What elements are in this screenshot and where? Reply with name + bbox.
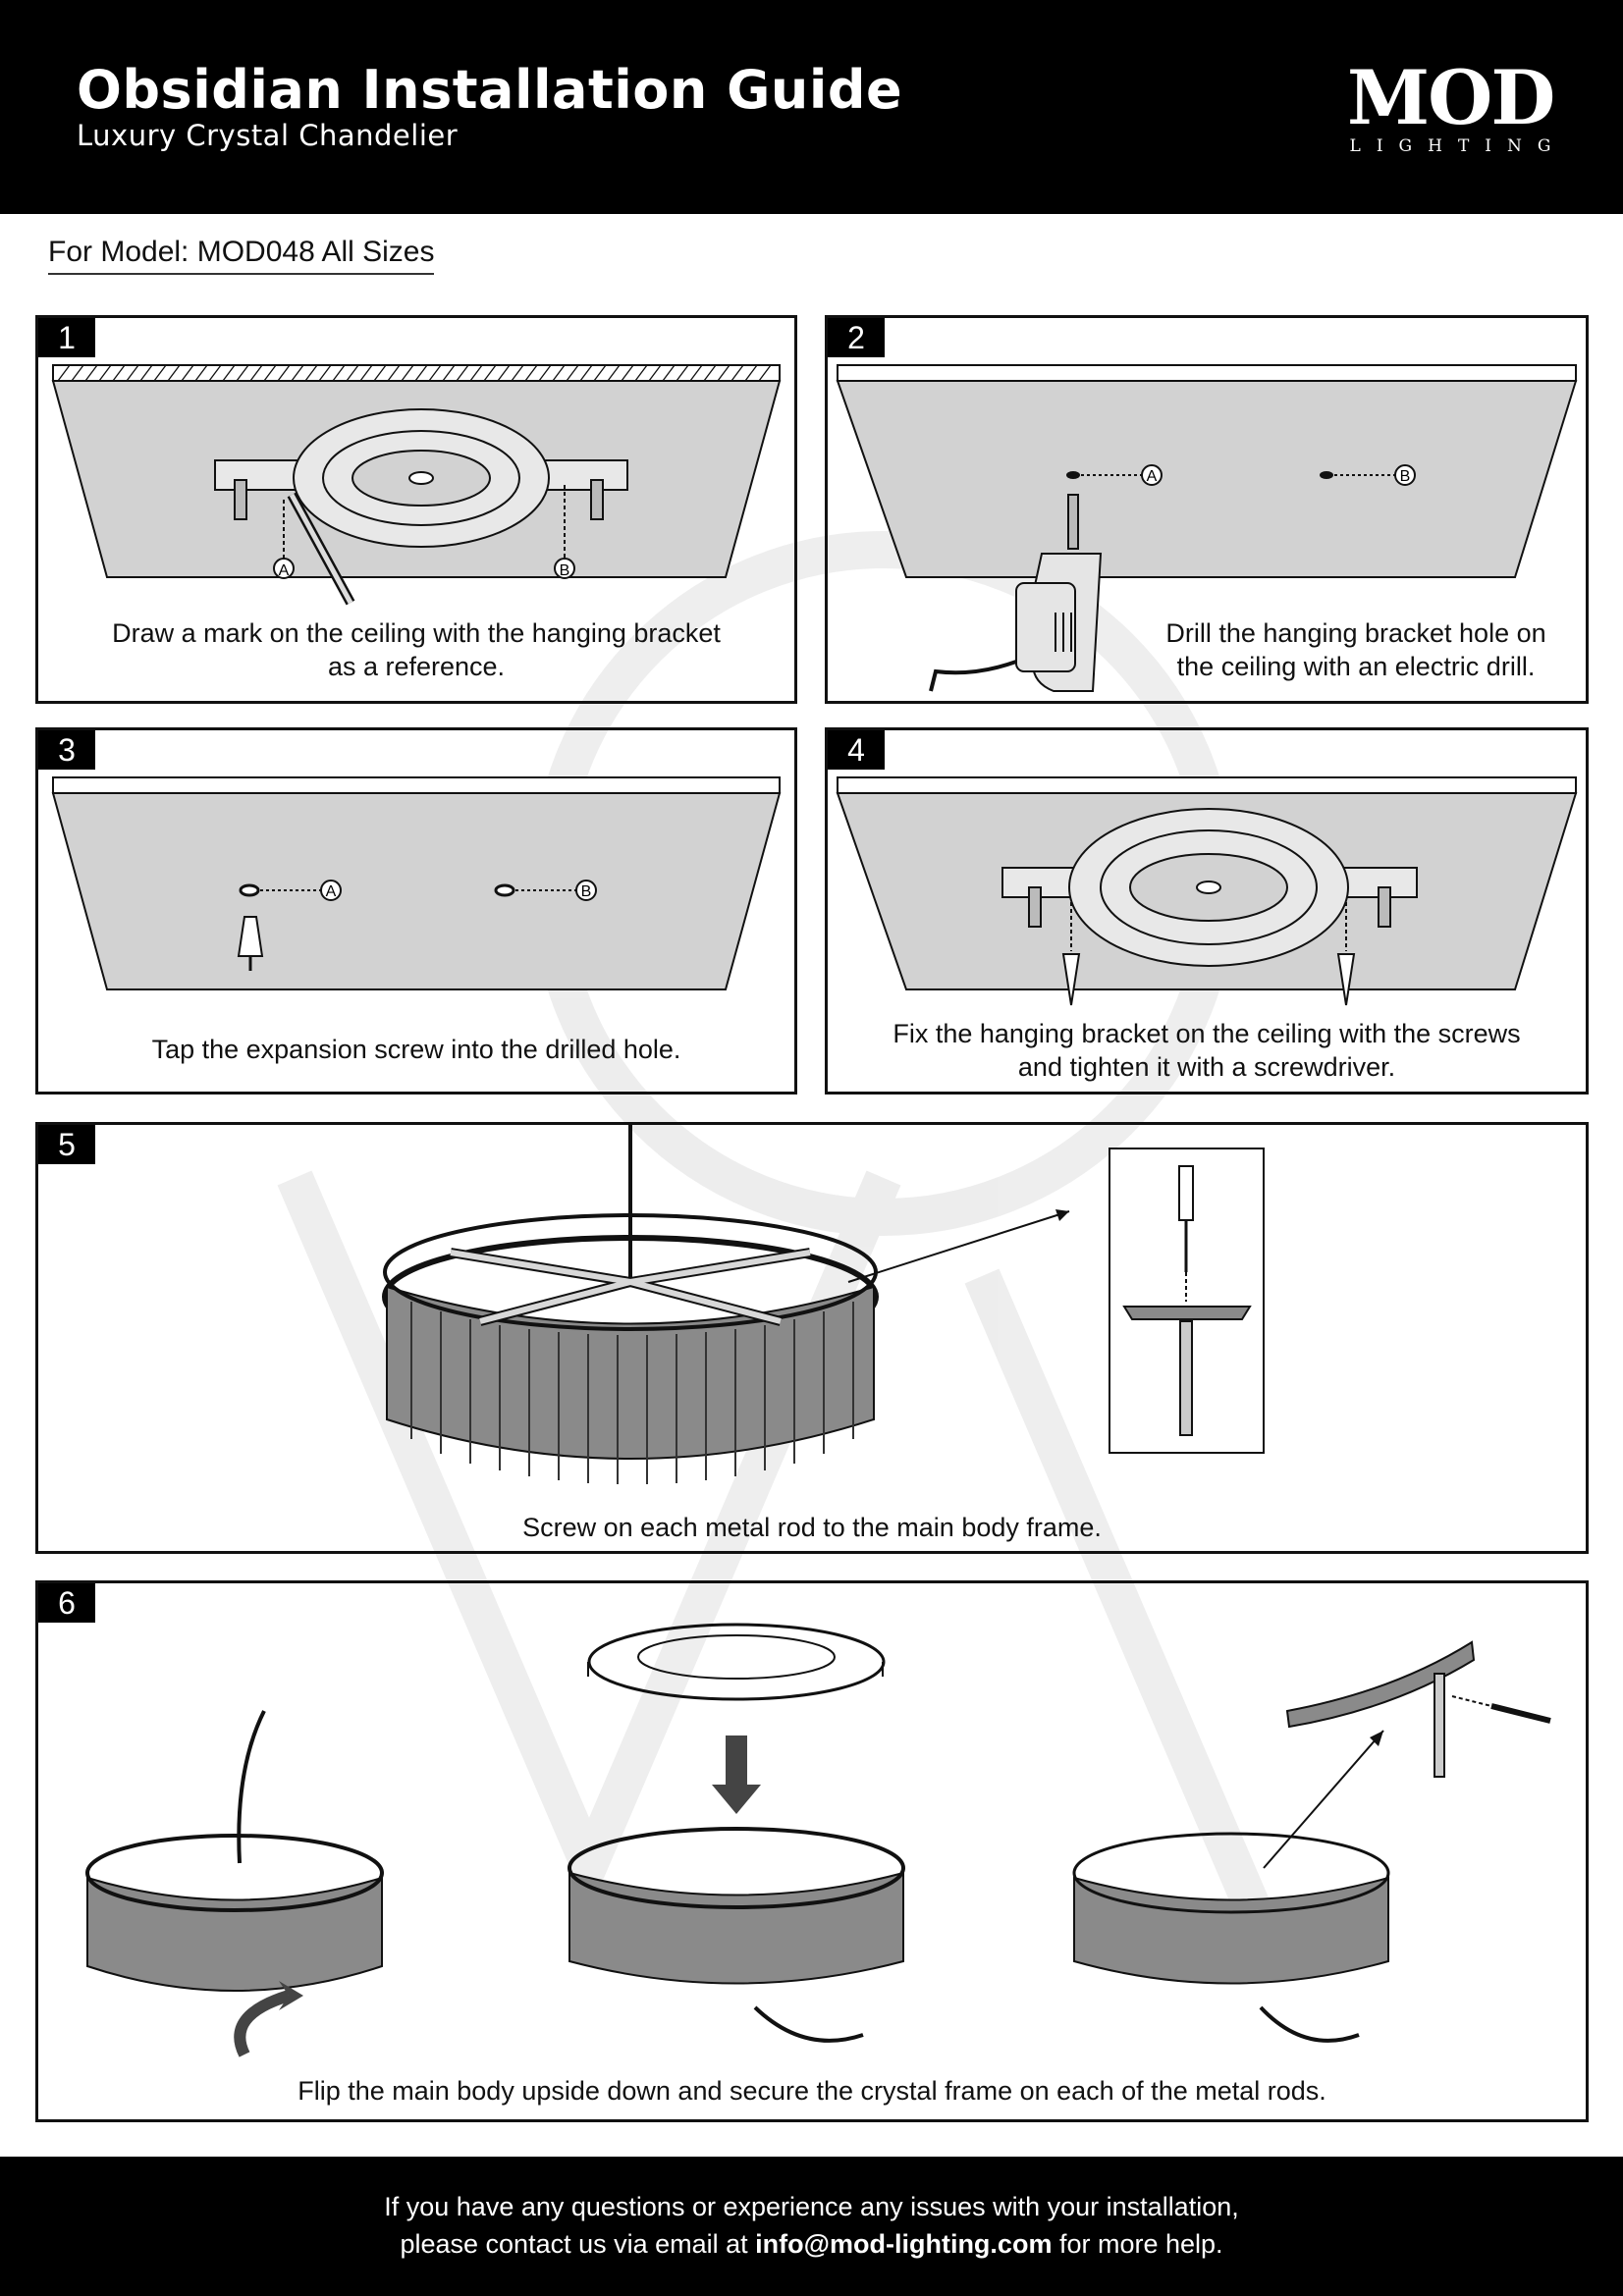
- footer-line-1: If you have any questions or experience …: [384, 2192, 1239, 2221]
- marker-a: A: [326, 883, 337, 900]
- step-5-panel: 5 Screw on each metal rod to the main bo…: [35, 1122, 1589, 1554]
- marker-a: A: [279, 562, 290, 579]
- mod-lighting-logo: MOD LIGHTING: [1347, 54, 1555, 159]
- step-number: 5: [38, 1125, 95, 1164]
- step-number: 2: [828, 318, 885, 357]
- footer-line-2-suffix: for more help.: [1052, 2229, 1223, 2259]
- marker-a: A: [1147, 468, 1158, 485]
- page-footer: If you have any questions or experience …: [0, 2157, 1623, 2296]
- step-3-panel: 3 A B Tap the expansion screw into the d…: [35, 727, 797, 1095]
- step-caption: Flip the main body upside down and secur…: [298, 2076, 1326, 2106]
- support-email-link[interactable]: info@mod-lighting.com: [755, 2229, 1053, 2259]
- step-caption-line-2: the ceiling with an electric drill.: [1176, 652, 1536, 681]
- step-number: 1: [38, 318, 95, 357]
- step-4-illustration: [836, 776, 1578, 1006]
- footer-line-2: please contact us via email at info@mod-…: [0, 2225, 1623, 2263]
- model-line: For Model: MOD048 All Sizes: [48, 236, 435, 275]
- step-caption-line-1: Fix the hanging bracket on the ceiling w…: [893, 1019, 1521, 1048]
- footer-line-2-prefix: please contact us via email at: [400, 2229, 756, 2259]
- logo-main-text: MOD: [1347, 54, 1555, 141]
- step-caption: Tap the expansion screw into the drilled…: [151, 1035, 681, 1064]
- step-1-illustration: A B: [51, 364, 782, 606]
- marker-b: B: [581, 883, 592, 900]
- step-5-illustration: [382, 1125, 1265, 1484]
- page-subtitle: Luxury Crystal Chandelier: [77, 119, 459, 152]
- step-caption: Screw on each metal rod to the main body…: [522, 1513, 1102, 1542]
- step-caption: Drill the hanging bracket hole on the ce…: [1150, 616, 1562, 683]
- step-number: 6: [38, 1583, 95, 1623]
- step-6-illustration: [85, 1623, 1551, 2057]
- page-header: Obsidian Installation Guide Luxury Cryst…: [0, 0, 1623, 214]
- marker-b: B: [1400, 468, 1411, 485]
- step-2-panel: 2 A B Drill the hanging bracket hole on …: [825, 315, 1589, 704]
- step-number: 4: [828, 730, 885, 770]
- step-2-illustration: A B: [836, 364, 1578, 692]
- step-1-panel: 1 A B Draw a mark on the ceiling with th…: [35, 315, 797, 704]
- step-caption-line-1: Draw a mark on the ceiling with the hang…: [112, 618, 721, 648]
- step-caption-line-2: as a reference.: [327, 652, 506, 681]
- step-number: 3: [38, 730, 95, 770]
- step-caption: Draw a mark on the ceiling with the hang…: [38, 616, 794, 683]
- step-3-illustration: A B: [51, 776, 782, 990]
- step-4-panel: 4 Fix the hanging bracket on the ceiling…: [825, 727, 1589, 1095]
- step-6-panel: 6 Flip the main body upside down and sec…: [35, 1580, 1589, 2122]
- step-caption-line-2: and tighten it with a screwdriver.: [1017, 1052, 1396, 1082]
- logo-sub-text: LIGHTING: [1349, 136, 1567, 156]
- page-title: Obsidian Installation Guide: [77, 59, 903, 121]
- step-caption: Fix the hanging bracket on the ceiling w…: [828, 1017, 1586, 1084]
- marker-b: B: [560, 562, 570, 579]
- step-caption-line-1: Drill the hanging bracket hole on: [1165, 618, 1546, 648]
